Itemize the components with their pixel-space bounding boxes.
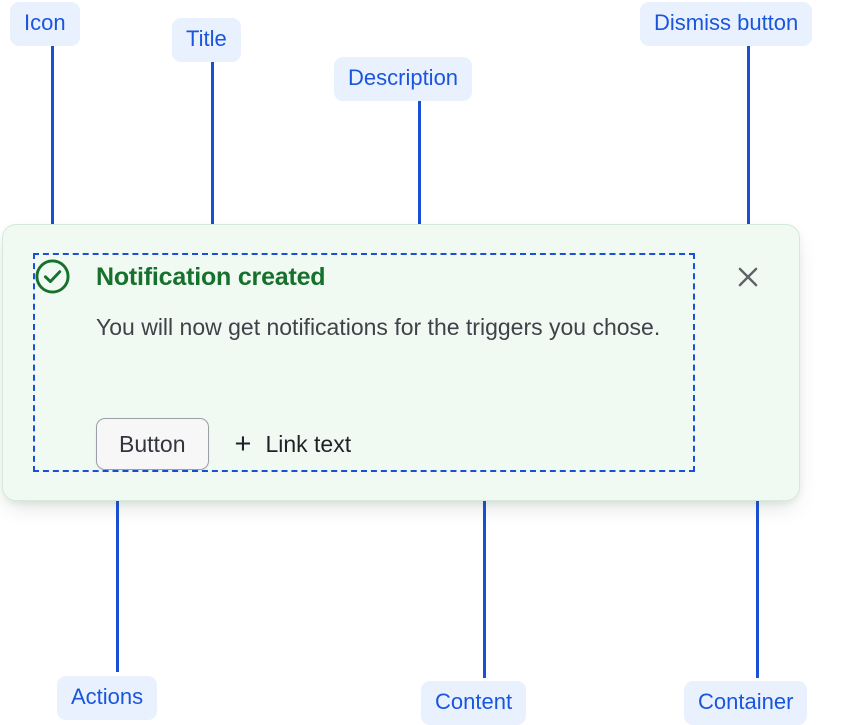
annotation-badge-actions: Actions [57,676,158,720]
notification-actions: Button + Link text [96,418,351,470]
annotation-badge-container: Container [684,681,808,725]
leader-line-actions [116,468,119,672]
leader-line-content [483,474,486,678]
annotation-badge-dismiss: Dismiss button [640,2,813,46]
link-action-label: Link text [265,430,352,457]
leader-line-description [418,97,421,304]
close-x-icon[interactable] [733,262,763,292]
notification-content-region [33,253,695,472]
annotation-badge-description: Description [334,57,473,101]
action-button[interactable]: Button [96,418,209,470]
leader-line-container [756,474,759,678]
plus-icon: + [234,427,252,460]
leader-line-icon [51,41,54,249]
annotation-badge-icon: Icon [10,2,80,46]
notification-description: You will now get notifications for the t… [96,314,661,340]
add-link-action[interactable]: + Link text [234,427,352,460]
leader-line-dismiss [747,41,750,249]
annotation-badge-title: Title [172,18,241,62]
success-check-circle-icon [34,258,71,295]
leader-line-title [211,58,214,265]
annotation-badge-content: Content [421,681,527,725]
notification-title: Notification created [96,263,326,291]
